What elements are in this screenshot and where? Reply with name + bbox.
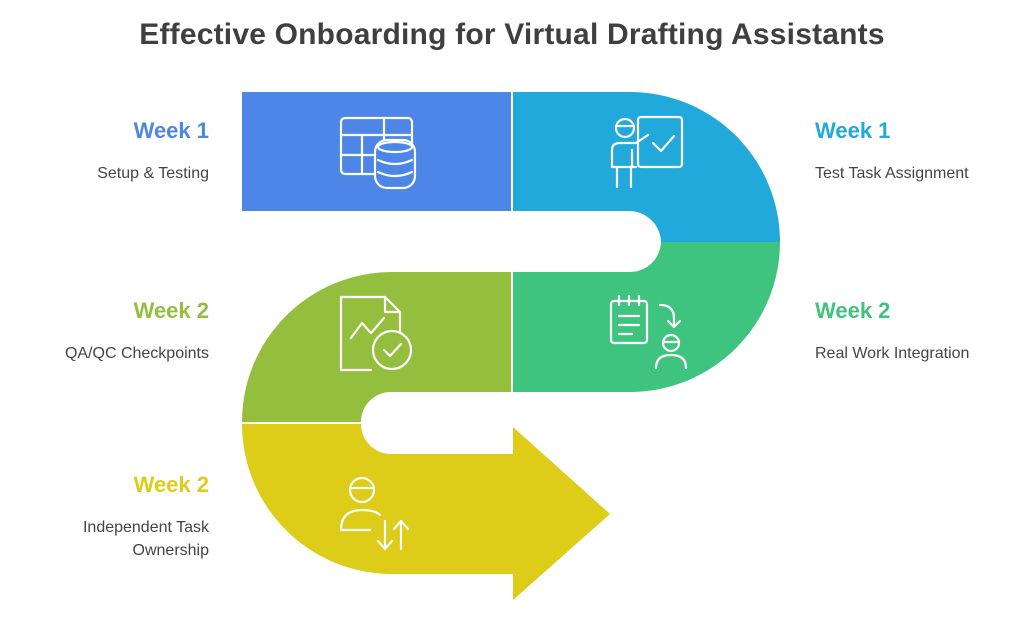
step-week: Week 1 xyxy=(815,118,891,143)
table-database-icon xyxy=(339,116,417,190)
person-arrows-icon xyxy=(339,476,410,551)
document-chart-check-icon xyxy=(339,295,413,372)
step-description: QA/QC Checkpoints xyxy=(64,345,209,362)
step-label-integration: Week 2 Real Work Integration xyxy=(815,298,1015,365)
step-label-test-task: Week 1 Test Task Assignment xyxy=(815,118,1015,185)
teacher-whiteboard-check-icon xyxy=(610,115,684,189)
step-week: Week 2 xyxy=(133,298,209,323)
step-description: Real Work Integration xyxy=(815,345,970,362)
step-week: Week 1 xyxy=(133,118,209,143)
step-description: Setup & Testing xyxy=(97,165,209,182)
step-week: Week 2 xyxy=(815,298,891,323)
page-title: Effective Onboarding for Virtual Draftin… xyxy=(139,18,885,51)
step-description: Test Task Assignment xyxy=(815,165,969,182)
step-week: Week 2 xyxy=(133,472,209,497)
segment-week2-qaqc xyxy=(242,272,511,422)
clipboard-person-icon xyxy=(609,294,688,370)
step-label-setup: Week 1 Setup & Testing xyxy=(9,118,209,185)
step-label-qaqc: Week 2 QA/QC Checkpoints xyxy=(9,298,209,365)
step-label-ownership: Week 2 Independent Task Ownership xyxy=(9,472,209,562)
step-description: Independent Task Ownership xyxy=(82,519,209,559)
segment-week2-ownership xyxy=(242,424,610,600)
